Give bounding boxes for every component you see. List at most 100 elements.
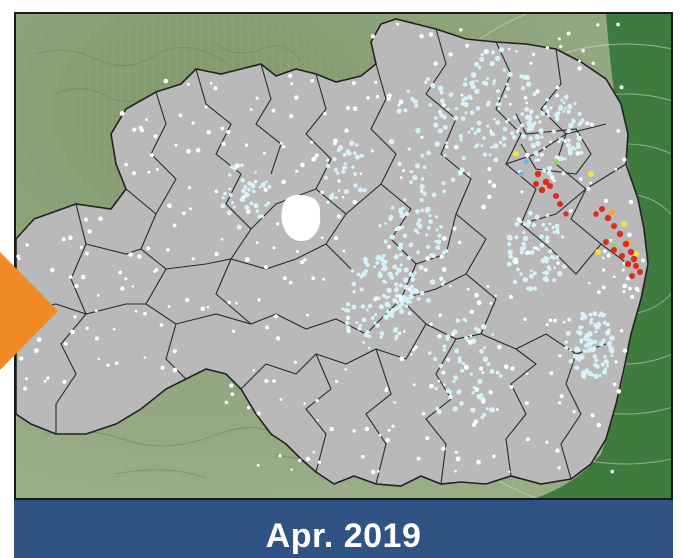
measurement-point (606, 323, 610, 327)
low-dose-point (473, 61, 479, 67)
measurement-point (551, 226, 555, 229)
low-dose-point (432, 356, 438, 362)
measurement-point (557, 37, 561, 41)
low-dose-point (325, 163, 331, 169)
low-dose-point (542, 276, 549, 282)
measurement-point (578, 59, 581, 63)
low-dose-point (485, 407, 489, 411)
measurement-point (387, 428, 391, 432)
measurement-point (220, 238, 224, 241)
measurement-point (542, 147, 546, 150)
low-dose-point (418, 265, 424, 271)
measurement-point (375, 94, 380, 99)
measurement-point (523, 96, 528, 100)
low-dose-point (512, 135, 517, 140)
low-dose-point (565, 330, 571, 336)
low-dose-point (610, 354, 614, 358)
measurement-point (589, 122, 595, 127)
low-dose-point (588, 312, 593, 317)
measurement-point (376, 469, 380, 473)
low-dose-point (576, 133, 580, 136)
measurement-point (421, 411, 426, 416)
measurement-point (220, 126, 225, 131)
low-dose-point (428, 103, 433, 107)
low-dose-point (568, 122, 574, 129)
measurement-point (352, 199, 358, 205)
measurement-point (441, 236, 447, 241)
low-dose-point (458, 134, 463, 139)
measurement-point (487, 167, 492, 172)
measurement-point (441, 370, 446, 375)
measurement-point (329, 426, 334, 432)
low-dose-point (373, 313, 378, 317)
measurement-point (186, 148, 191, 154)
measurement-point (524, 401, 529, 406)
low-dose-point (470, 72, 477, 78)
low-dose-point (399, 308, 405, 314)
low-dose-point (542, 271, 545, 275)
measurement-point (619, 85, 624, 90)
low-dose-point (363, 332, 369, 338)
measurement-point (311, 156, 317, 162)
low-dose-point (410, 96, 415, 101)
measurement-point (536, 158, 540, 162)
measurement-point (505, 120, 509, 124)
low-dose-point (250, 183, 256, 189)
low-dose-point (415, 127, 421, 134)
low-dose-point (412, 174, 418, 181)
low-dose-point (571, 119, 576, 124)
measurement-point (591, 61, 595, 65)
measurement-point (132, 127, 137, 132)
low-dose-point (473, 131, 478, 136)
measurement-point (345, 105, 351, 111)
measurement-point (627, 232, 632, 238)
low-dose-point (589, 317, 594, 322)
measurement-point (452, 226, 457, 231)
low-dose-point (334, 196, 338, 200)
measurement-point (529, 61, 533, 65)
low-dose-point (253, 202, 259, 209)
low-dose-point (451, 177, 456, 182)
low-dose-point (461, 361, 465, 366)
measurement-point (252, 369, 256, 372)
low-dose-point (600, 312, 605, 318)
measurement-point (451, 332, 455, 337)
measurement-point (525, 101, 529, 105)
measurement-point (403, 330, 406, 333)
measurement-point (97, 357, 101, 361)
low-dose-point (507, 242, 512, 247)
low-dose-point (512, 115, 517, 120)
measurement-point (616, 389, 622, 394)
low-dose-point (547, 249, 553, 254)
measurement-point (246, 209, 251, 215)
low-dose-point (482, 136, 486, 140)
low-dose-point (550, 254, 555, 259)
low-dose-point (460, 368, 465, 373)
low-dose-points (220, 47, 615, 420)
measurement-point (403, 198, 407, 201)
measurement-point (79, 245, 83, 249)
low-dose-point (442, 348, 447, 352)
measurement-point (282, 276, 287, 281)
low-dose-point (486, 77, 490, 81)
low-dose-point (593, 374, 598, 379)
measurement-point (545, 440, 549, 444)
measurement-point (429, 322, 433, 326)
measurement-point (70, 329, 75, 335)
low-dose-point (323, 175, 328, 180)
low-dose-point (552, 230, 557, 234)
low-dose-point (354, 154, 361, 160)
measurement-point (336, 214, 342, 219)
measurement-point (61, 237, 66, 242)
low-dose-point (431, 192, 437, 198)
measurement-point (290, 82, 294, 85)
measurement-point (83, 217, 89, 222)
measurement-point (68, 235, 73, 240)
measurement-point (244, 143, 249, 147)
measurement-point (391, 424, 395, 428)
low-dose-point (522, 222, 527, 226)
low-dose-point (482, 152, 487, 157)
low-dose-point (547, 114, 551, 118)
measurement-point (300, 162, 305, 168)
measurement-point (604, 198, 608, 203)
